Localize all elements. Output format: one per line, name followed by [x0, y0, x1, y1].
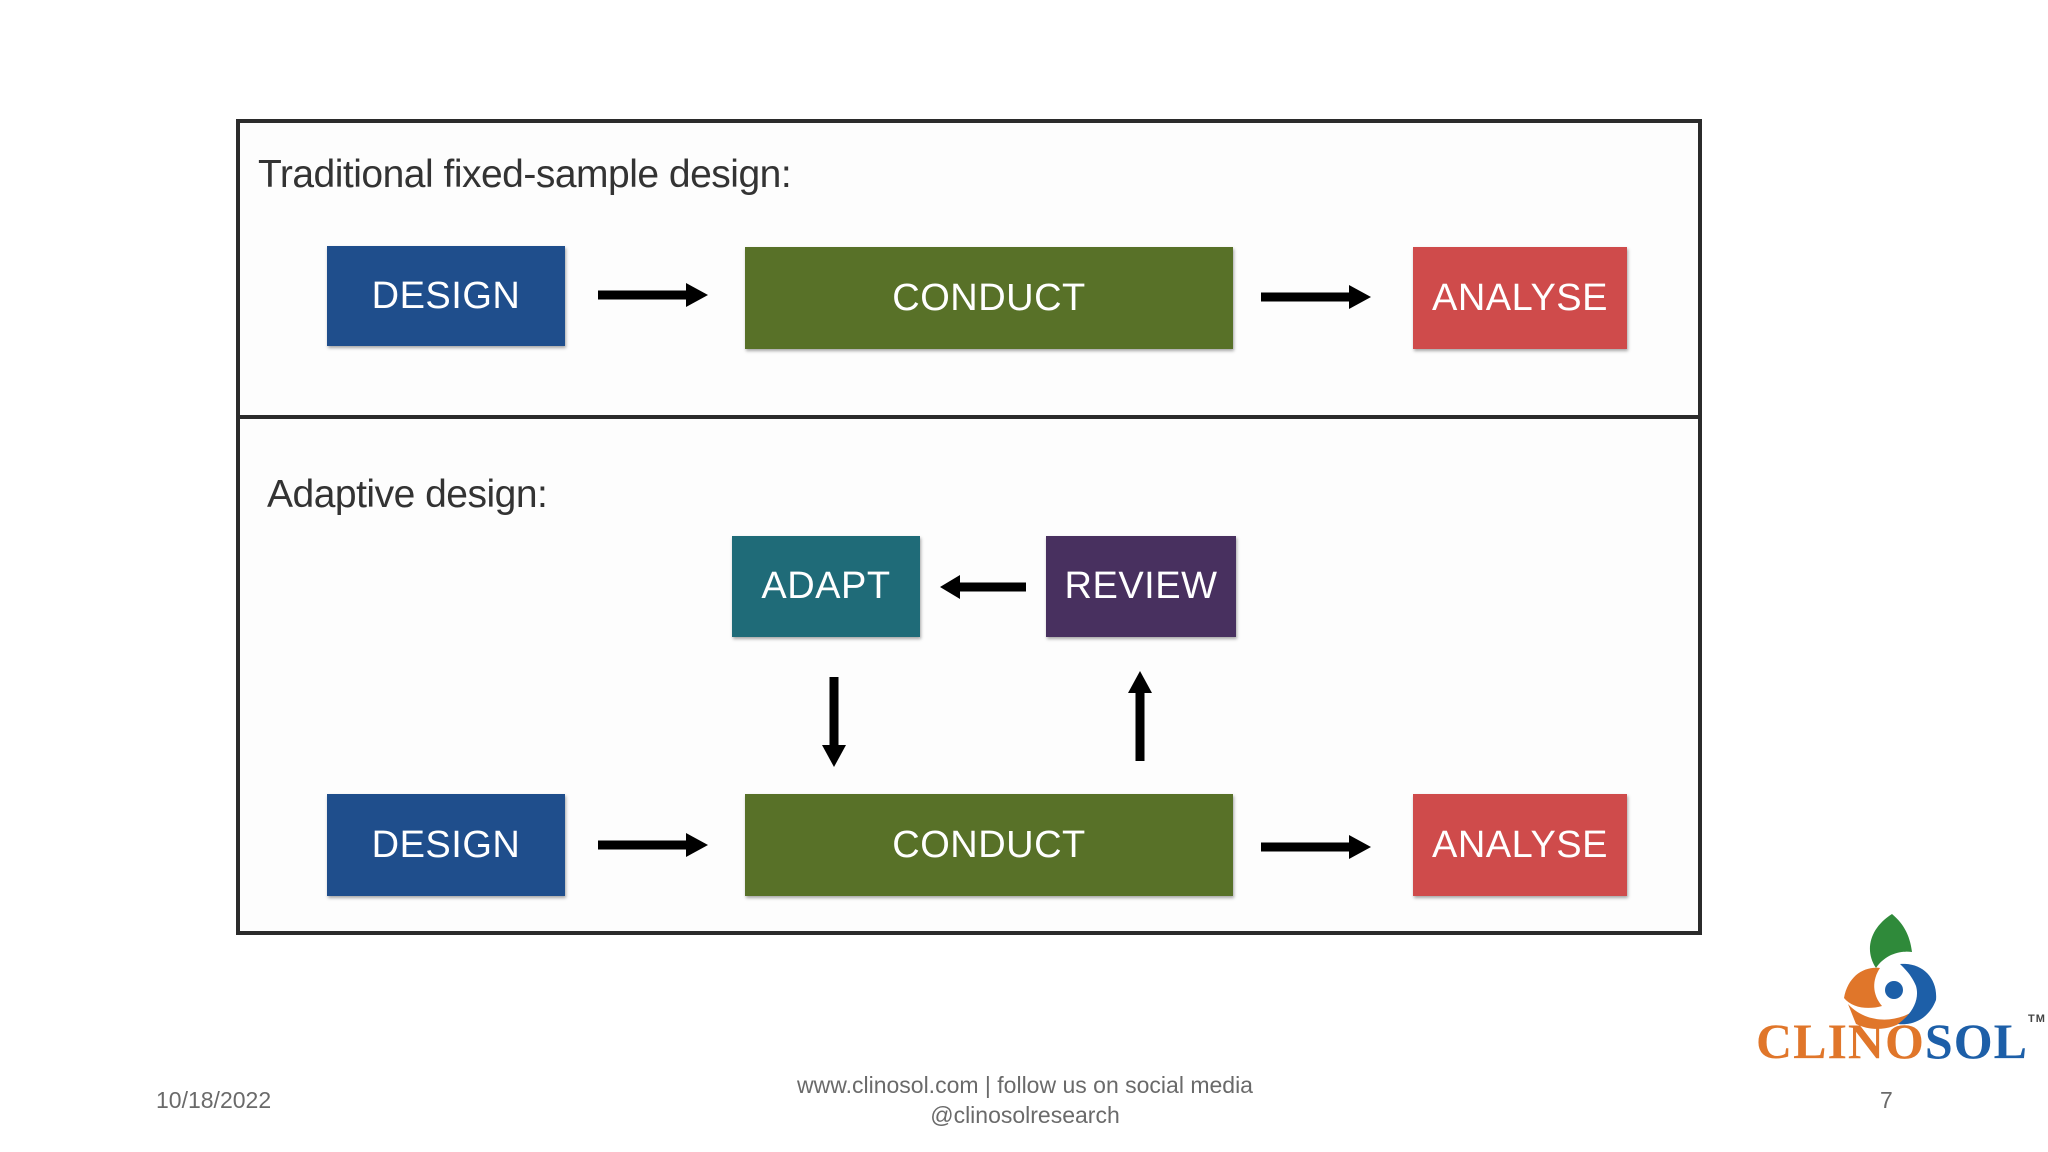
footer-date: 10/18/2022 [156, 1087, 272, 1113]
clinosol-wordmark: CLINOSOLTM [1756, 1012, 2046, 1070]
conduct-box-top: CONDUCT [745, 247, 1233, 349]
arrow-left-icon [940, 575, 1026, 599]
footer-website-line: www.clinosol.com | follow us on social m… [797, 1072, 1253, 1098]
footer-handle-line: @clinosolresearch [930, 1102, 1120, 1128]
page-number: 7 [1880, 1087, 1893, 1113]
conduct-box-bottom: CONDUCT [745, 794, 1233, 896]
adaptive-vs-traditional-diagram: Traditional fixed-sample design: DESIGN … [236, 119, 1702, 935]
analyse-box-bottom: ANALYSE [1413, 794, 1627, 896]
design-box-top: DESIGN [327, 246, 565, 346]
clinosol-logo-icon [1844, 914, 1937, 1029]
design-box-bottom: DESIGN [327, 794, 565, 896]
adapt-box: ADAPT [732, 536, 920, 637]
footer-center-text: www.clinosol.com | follow us on social m… [760, 1070, 1290, 1130]
analyse-box-top: ANALYSE [1413, 247, 1627, 349]
adaptive-design-title: Adaptive design: [267, 473, 548, 516]
logo-trademark: TM [2027, 1013, 2046, 1025]
arrow-right-icon [598, 283, 708, 307]
traditional-design-title: Traditional fixed-sample design: [258, 153, 792, 196]
arrow-down-icon [822, 677, 846, 767]
logo-text-sol: SOL [1924, 1013, 2028, 1069]
logo-text-clino: CLINO [1756, 1013, 1925, 1069]
review-box: REVIEW [1046, 536, 1236, 637]
arrow-right-icon [1261, 285, 1371, 309]
arrow-right-icon [598, 833, 708, 857]
arrow-up-icon [1128, 671, 1152, 761]
arrow-right-icon [1261, 835, 1371, 859]
panel-divider [240, 415, 1698, 419]
